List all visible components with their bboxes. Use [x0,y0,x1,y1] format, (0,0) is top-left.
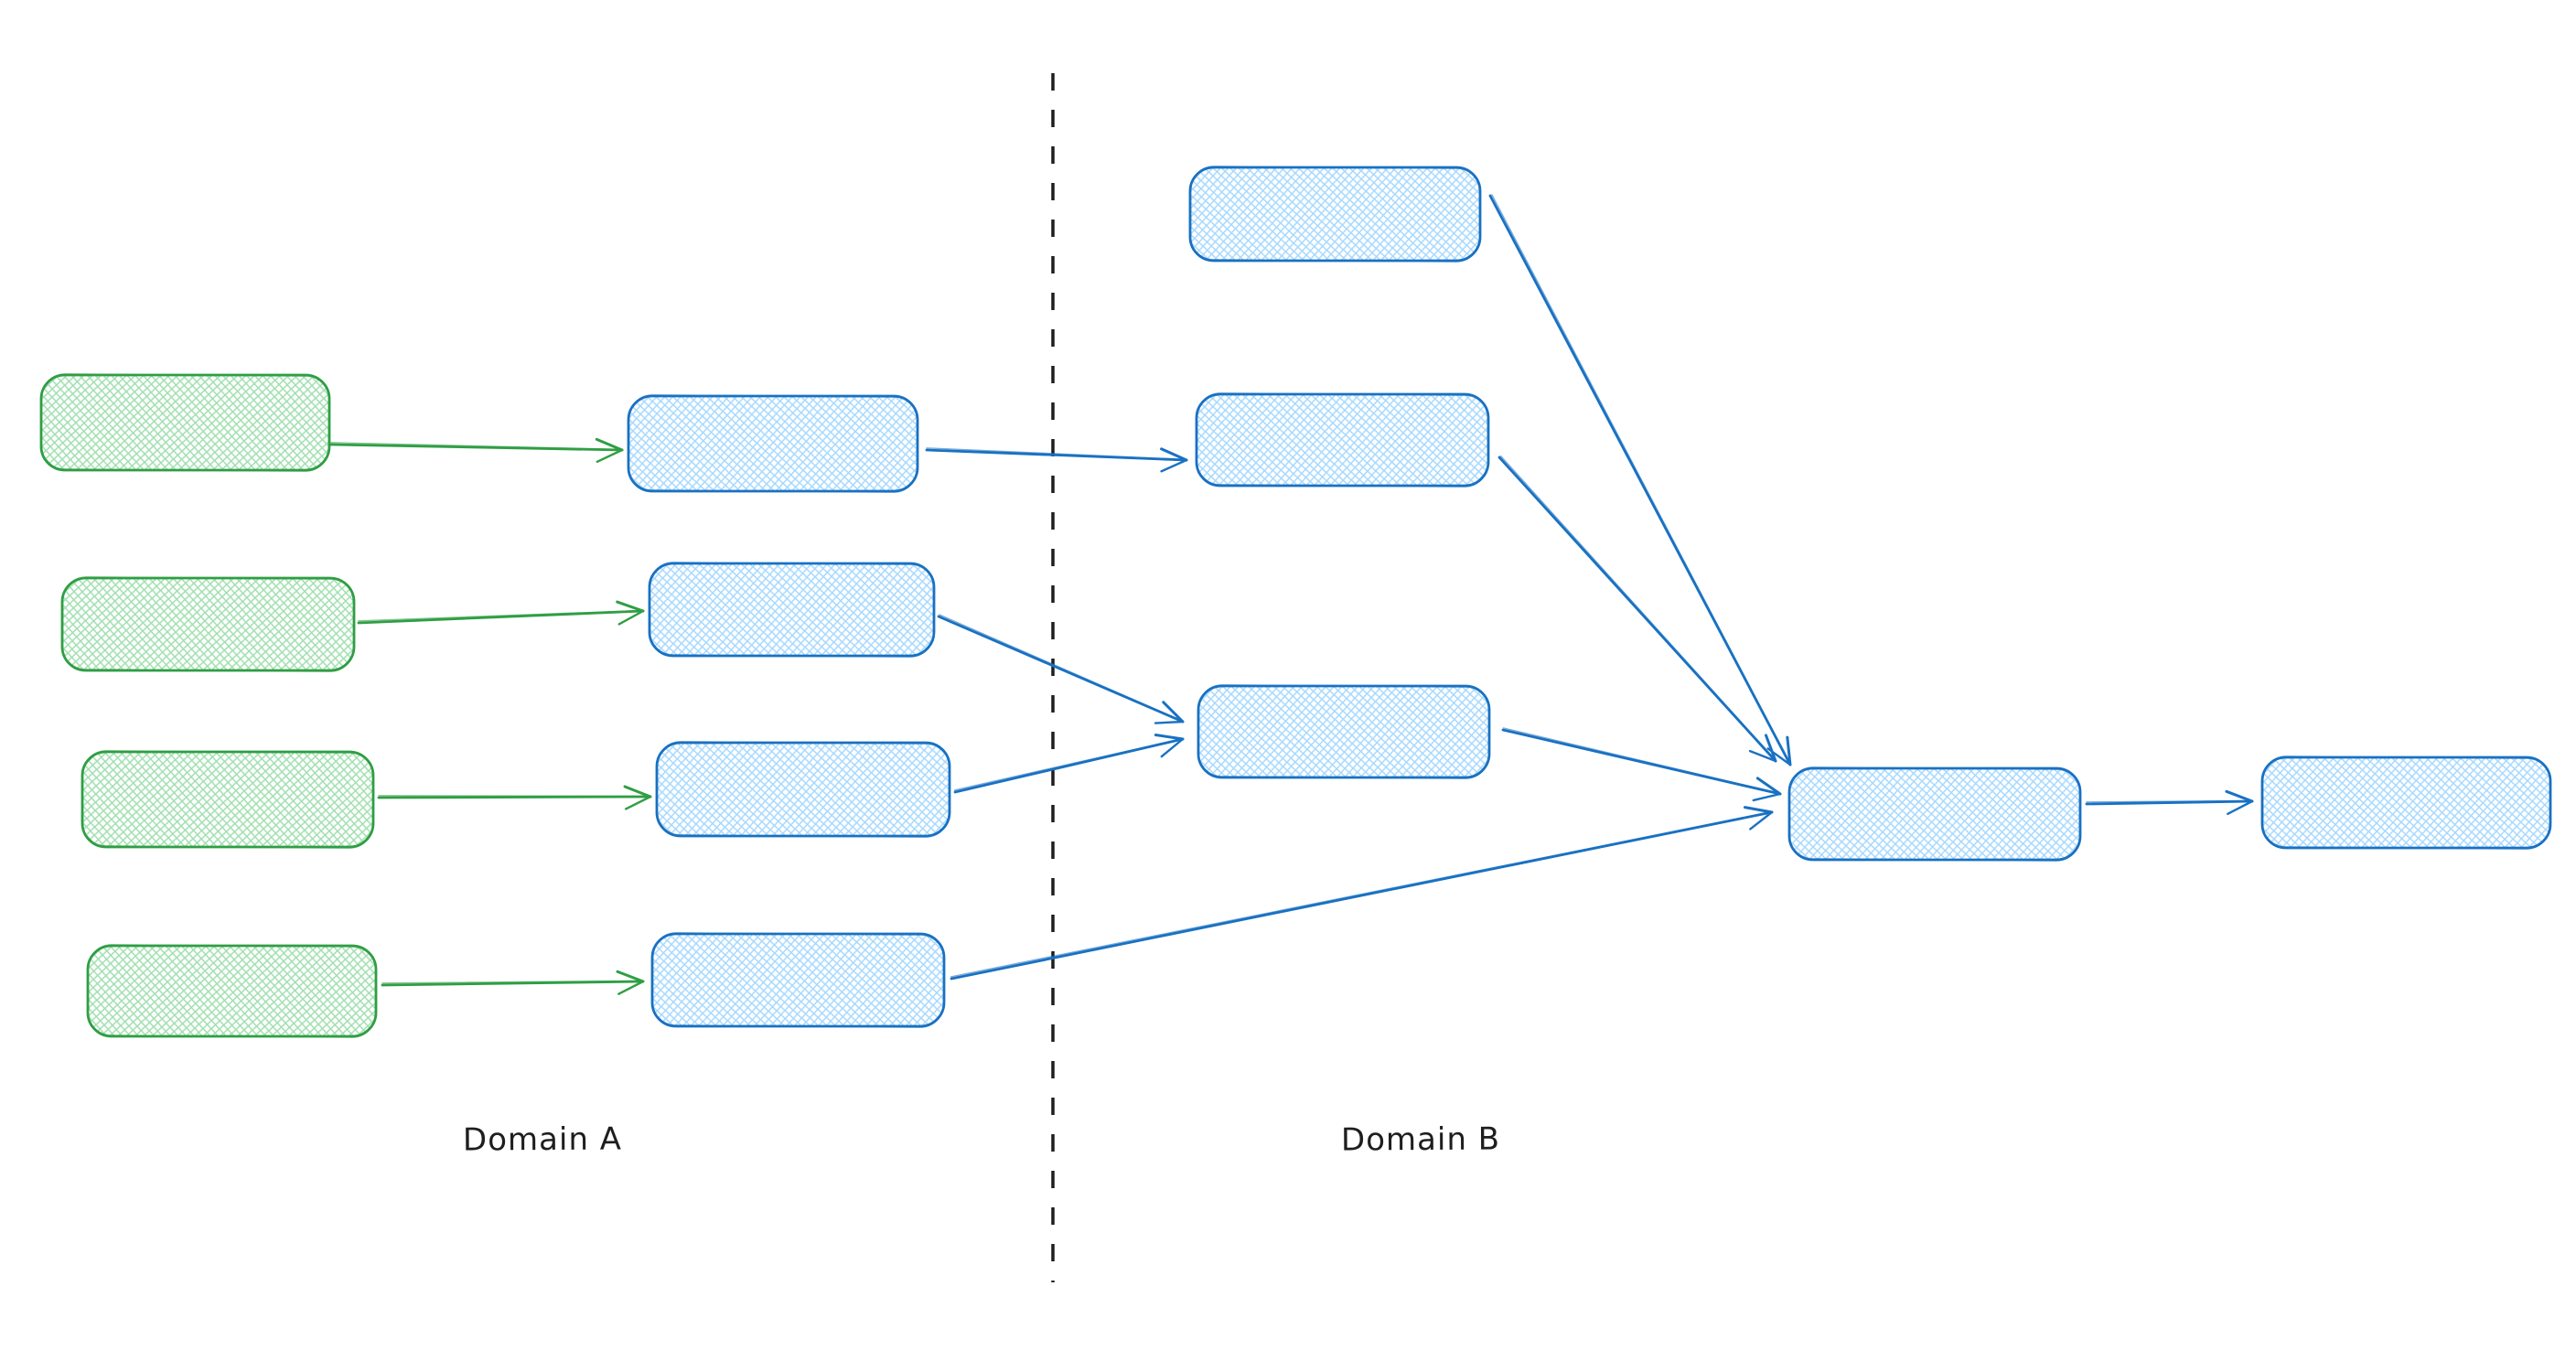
edge-ab2-arrow[interactable] [937,614,1185,724]
source-a3-box[interactable] [80,750,375,849]
edge-out-arrow[interactable] [2085,789,2254,815]
output-b-box[interactable] [2260,756,2552,850]
edge-b1-arrow[interactable] [1488,194,1792,766]
edge-b2-arrow[interactable] [1497,455,1777,763]
edge-a1-arrow[interactable] [329,437,624,464]
domain-a-label[interactable]: Domain A [462,1120,623,1159]
source-a1-box[interactable] [39,373,331,472]
nodes-layer [39,166,2552,1038]
process-a3-box[interactable] [655,741,951,838]
process-a2-box[interactable] [648,562,936,658]
process-b1-box[interactable] [1188,166,1482,263]
process-a4-box[interactable] [650,932,946,1028]
edge-a2-arrow[interactable] [357,600,645,626]
source-a4-box[interactable] [86,944,378,1038]
source-a2-box[interactable] [60,576,356,672]
edges-layer [329,194,2254,995]
process-b2-box[interactable] [1195,392,1490,488]
edge-a4-arrow[interactable] [381,970,645,995]
edge-ab4-arrow[interactable] [950,806,1774,981]
aggregator-b-box[interactable] [1787,766,2082,862]
edge-ab3-arrow[interactable] [953,733,1185,794]
domain-b-label[interactable]: Domain B [1340,1120,1501,1159]
process-a1-box[interactable] [627,394,919,493]
process-b3-box[interactable] [1197,684,1491,779]
edge-b3-arrow[interactable] [1501,727,1782,802]
edge-a3-arrow[interactable] [377,785,652,810]
edge-ab1-arrow[interactable] [925,447,1188,473]
